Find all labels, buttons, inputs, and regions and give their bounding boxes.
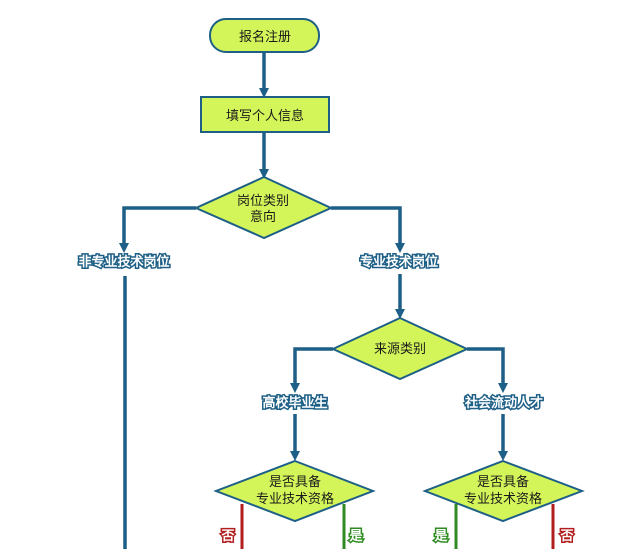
arrow-source-to-graduate (290, 347, 333, 393)
branch-label-left-no: 否 (220, 529, 234, 544)
register-node (209, 18, 320, 53)
branch-label-left-yes: 是 (348, 529, 363, 544)
fill-info-label: 填写个人信息 (226, 108, 304, 124)
non-professional-label: 非专业技术岗位 (78, 254, 169, 270)
arrow-source-to-social-talent (467, 347, 508, 393)
branch-label-right-yes: 是 (433, 529, 448, 544)
node-shapes (193, 18, 585, 523)
professional-label: 专业技术岗位 (360, 254, 438, 270)
qualification-decision-right (422, 459, 585, 523)
branch-labels: 否 是 是 否 (219, 528, 575, 546)
qualification-right-label-line2: 专业技术资格 (464, 491, 542, 507)
source-type-label: 来源类别 (374, 342, 426, 357)
arrow-post-type-to-professional (331, 206, 405, 253)
branch-label-right-no: 否 (559, 529, 573, 544)
connectors (119, 53, 508, 549)
qualification-decision-left (213, 459, 376, 523)
source-type-decision (330, 316, 470, 381)
graduate-label: 高校毕业生 (262, 395, 327, 411)
post-type-decision (193, 175, 334, 240)
fill-info-node (200, 96, 330, 133)
social-talent-label: 社会流动人才 (464, 395, 543, 411)
arrow-post-type-to-non-professional (119, 206, 196, 253)
register-label: 报名注册 (239, 29, 291, 45)
node-labels: 报名注册 填写个人信息 岗位类别 意向 来源类别 是否具备 专业技术资格 是否具… (226, 29, 542, 507)
category-labels: 非专业技术岗位 专业技术岗位 高校毕业生 社会流动人才 (77, 253, 545, 413)
branch-lines (240, 504, 555, 549)
post-type-label-line1: 岗位类别 (237, 194, 289, 209)
qualification-left-label-line2: 专业技术资格 (256, 491, 334, 507)
qualification-left-label-line1: 是否具备 (269, 474, 321, 490)
post-type-label-line2: 意向 (250, 209, 276, 225)
qualification-right-label-line1: 是否具备 (477, 474, 529, 490)
